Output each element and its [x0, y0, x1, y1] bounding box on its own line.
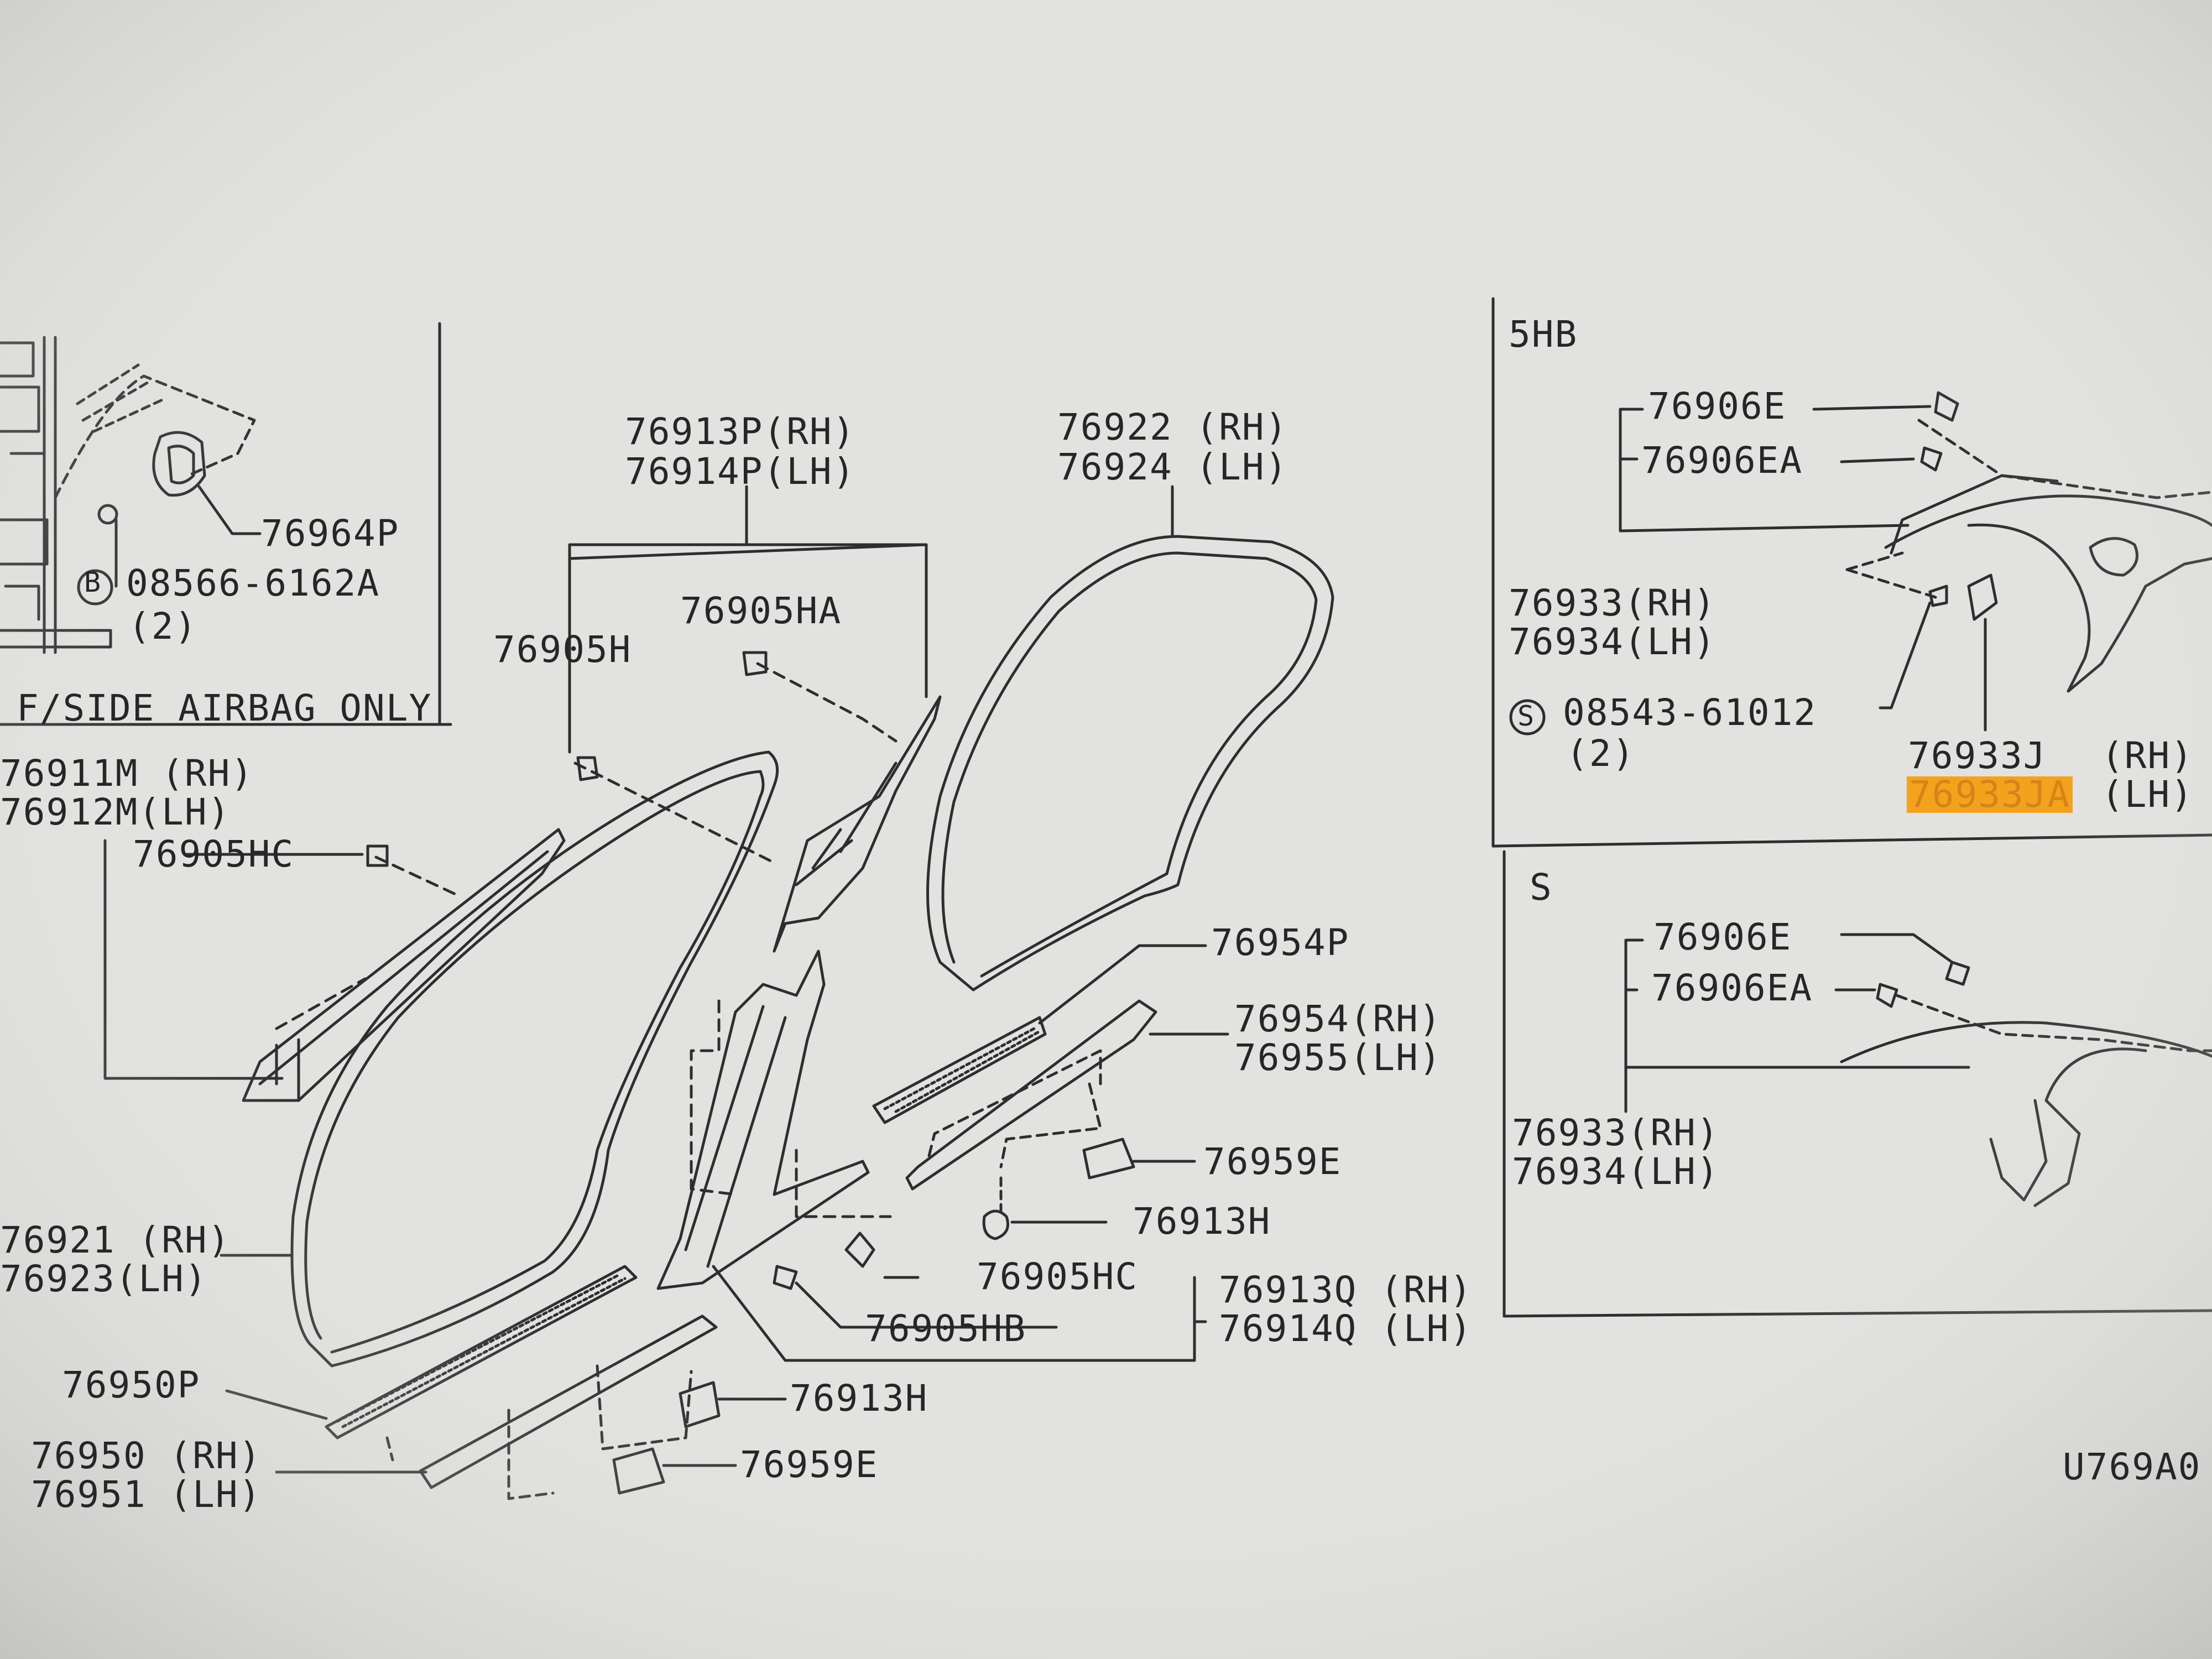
label-76911M: 76911M (RH) [0, 752, 254, 795]
inset-5hb-title: 5HB [1509, 313, 1578, 356]
label-5hb-76933JA-highlighted: 76933JA [1907, 776, 2073, 813]
label-76959E-right: 76959E [1203, 1140, 1342, 1183]
label-76922: 76922 (RH) [1057, 406, 1288, 448]
label-76905HB: 76905HB [865, 1307, 1027, 1350]
label-76905HC-lower: 76905HC [977, 1255, 1139, 1298]
label-bolt-08566: 08566-6162A [126, 562, 380, 604]
label-5hb-76933JA-side: (LH) [2101, 773, 2194, 816]
label-76964P: 76964P [261, 512, 400, 555]
label-5hb-76933J-side: (RH) [2101, 734, 2194, 777]
label-5hb-76933J: 76933J [1908, 734, 2047, 777]
label-5hb-76934: 76934(LH) [1509, 620, 1717, 663]
label-76913H-low: 76913H [790, 1377, 928, 1420]
label-5hb-76933: 76933(RH) [1509, 582, 1717, 624]
label-76954: 76954(RH) [1234, 998, 1442, 1040]
label-76905HA: 76905HA [680, 589, 842, 632]
label-76954P: 76954P [1211, 921, 1350, 964]
label-76950: 76950 (RH) [31, 1434, 262, 1477]
label-76913Q: 76913Q (RH) [1219, 1269, 1473, 1311]
label-76950P: 76950P [62, 1364, 201, 1406]
label-76921: 76921 (RH) [0, 1219, 231, 1261]
label-76955: 76955(LH) [1234, 1036, 1442, 1079]
bolt-mark-label: B [84, 566, 102, 598]
label-5hb-76906E: 76906E [1648, 385, 1787, 427]
label-76912M: 76912M(LH) [0, 791, 231, 833]
label-76905H: 76905H [493, 628, 632, 671]
label-5hb-screw-qty: (2) [1566, 732, 1636, 775]
label-76913P: 76913P(RH) [625, 410, 856, 453]
label-76951: 76951 (LH) [31, 1473, 262, 1516]
drawing-code: U769A0 [2063, 1446, 2201, 1488]
label-76924: 76924 (LH) [1057, 446, 1288, 488]
label-76913H-mid: 76913H [1133, 1200, 1271, 1243]
label-s-76933: 76933(RH) [1512, 1112, 1720, 1154]
label-5hb-screw-08543: 08543-61012 [1563, 691, 1817, 734]
label-5hb-76906EA: 76906EA [1641, 439, 1803, 482]
note-front-side-airbag: F/SIDE AIRBAG ONLY [17, 687, 432, 729]
label-76923: 76923(LH) [0, 1258, 208, 1300]
label-76959E-low: 76959E [740, 1443, 879, 1486]
inset-s-title: S [1530, 866, 1553, 909]
label-s-76934: 76934(LH) [1512, 1150, 1720, 1193]
label-s-76906E: 76906E [1653, 916, 1792, 958]
label-76914P: 76914P(LH) [625, 450, 856, 493]
screw-mark-label: S [1517, 700, 1536, 732]
label-76905HC-top: 76905HC [133, 833, 295, 875]
label-76914Q: 76914Q (LH) [1219, 1307, 1473, 1350]
label-bolt-qty: (2) [128, 605, 198, 648]
label-s-76906EA: 76906EA [1651, 967, 1813, 1009]
